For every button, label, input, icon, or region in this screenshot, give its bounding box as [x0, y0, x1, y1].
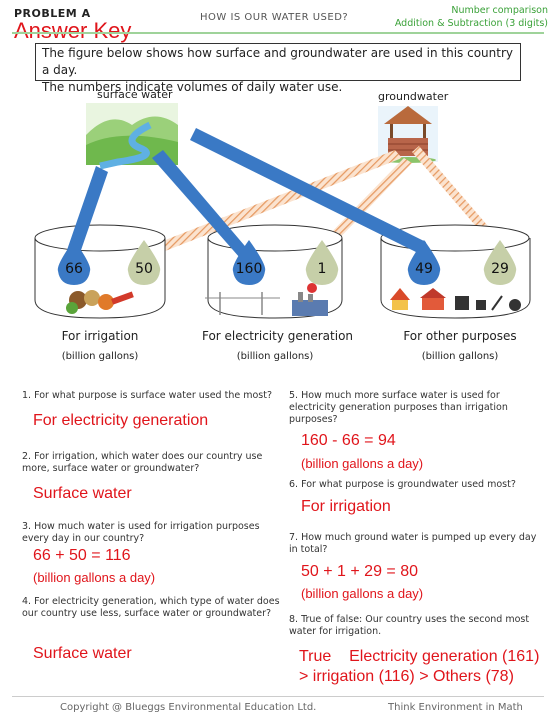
electricity-ground-value: 1	[317, 261, 327, 277]
irrigation-produce-icon	[66, 290, 134, 314]
groundwater-well-icon	[378, 106, 438, 163]
electricity-unit-label: (billion gallons)	[236, 351, 314, 362]
other-purpose-label: For other purposes	[403, 329, 517, 343]
question-2: 2. For irrigation, which water does our …	[22, 451, 263, 474]
question-1: 1. For what purpose is surface water use…	[22, 390, 273, 401]
answer-1: For electricity generation	[33, 412, 209, 429]
irrigation-ground-value: 50	[135, 261, 153, 277]
drop-values: 66 50 160 1 49 29	[65, 261, 509, 277]
question-7: 7. How much ground water is pumped up ev…	[289, 532, 537, 555]
intro-line-2: The numbers indicate volumes of daily wa…	[42, 80, 343, 94]
other-surface-drop	[407, 240, 441, 285]
answer-7-calc: 50 + 1 + 29 = 80	[301, 563, 418, 580]
answer-4: Surface water	[33, 645, 132, 662]
footer-copyright: Copyright @ Blueggs Environmental Educat…	[60, 702, 317, 713]
answer-6: For irrigation	[301, 498, 391, 515]
irrigation-unit-label: (billion gallons)	[61, 351, 139, 362]
other-ground-value: 29	[491, 261, 509, 277]
problem-label: PROBLEM A	[14, 7, 91, 20]
electricity-ground-drop	[305, 240, 339, 285]
footer-brand: Think Environment in Math	[388, 702, 523, 713]
other-unit-label: (billion gallons)	[421, 351, 499, 362]
question-4: 4. For electricity generation, which typ…	[22, 596, 280, 619]
groundwater-label: groundwater	[378, 90, 449, 103]
irrigation-surface-drop	[57, 240, 91, 285]
question-5: 5. How much more surface water is used f…	[289, 390, 508, 425]
surface-water-flows	[67, 128, 426, 258]
question-8: 8. True of false: Our country uses the s…	[289, 614, 530, 637]
answer-key-label: Answer Key	[14, 18, 132, 43]
question-3: 3. How much water is used for irrigation…	[22, 521, 260, 544]
irrigation-surface-value: 66	[65, 261, 83, 277]
surface-water-label: surface water	[97, 88, 173, 101]
electricity-surface-drop	[232, 240, 266, 285]
water-flow-diagram	[34, 103, 531, 319]
worksheet-title: HOW IS OUR WATER USED?	[200, 12, 349, 23]
irrigation-ground-drop	[127, 240, 161, 285]
other-uses-icon	[390, 288, 521, 311]
electricity-surface-value: 160	[235, 261, 263, 277]
answer-3-calc: 66 + 50 = 116	[33, 547, 131, 564]
intro-box: The figure below shows how surface and g…	[35, 43, 521, 94]
answer-3-unit: (billion gallons a day)	[33, 570, 156, 585]
answer-8-line-2: > irrigation (116) > Others (78)	[299, 668, 514, 685]
tag-number-comparison: Number comparison	[451, 5, 548, 16]
answer-7-unit: (billion gallons a day)	[301, 586, 424, 601]
irrigation-purpose-label: For irrigation	[61, 329, 139, 343]
water-drops	[57, 240, 517, 285]
answer-5-unit: (billion gallons a day)	[301, 456, 424, 471]
question-6: 6. For what purpose is groundwater used …	[289, 479, 516, 490]
intro-line-1: The figure below shows how surface and g…	[42, 46, 514, 77]
topic-tags: Number comparison Addition & Subtraction…	[395, 4, 548, 30]
header-divider	[12, 32, 544, 34]
other-surface-value: 49	[415, 261, 433, 277]
footer-divider	[12, 696, 544, 697]
power-plant-icon	[205, 283, 328, 316]
answer-2: Surface water	[33, 485, 132, 502]
other-ground-drop	[483, 240, 517, 285]
groundwater-flows	[150, 146, 500, 255]
tag-add-subtract: Addition & Subtraction (3 digits)	[394, 18, 548, 29]
answer-8-line-1: True Electricity generation (161)	[299, 648, 540, 665]
electricity-purpose-label: For electricity generation	[201, 329, 354, 343]
answer-5-calc: 160 - 66 = 94	[301, 432, 396, 449]
